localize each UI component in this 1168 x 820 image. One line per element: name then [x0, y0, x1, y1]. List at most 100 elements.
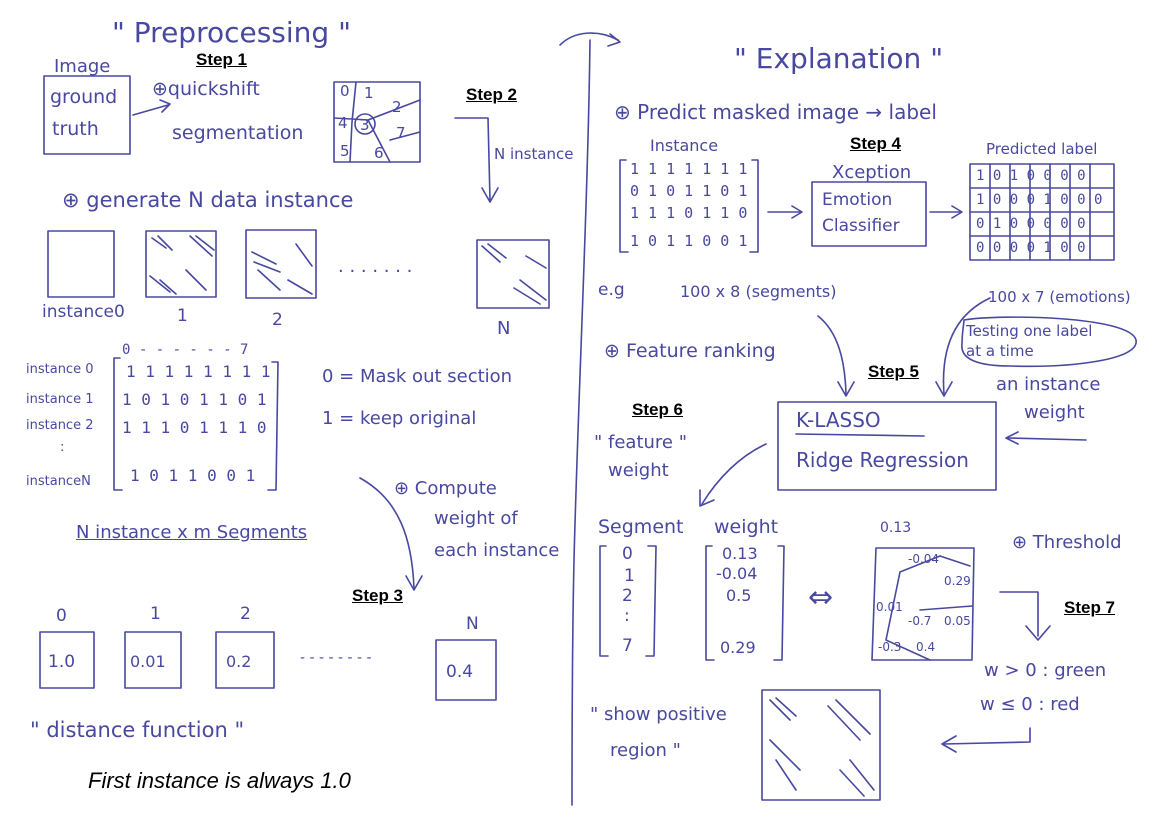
matrix-row-label: instanceN	[26, 474, 91, 489]
instance-row: 0 1 0 1 1 0 1	[630, 182, 748, 200]
classifier-line: Xception	[832, 162, 912, 183]
testing-line: Testing one label	[966, 322, 1093, 340]
matrix-row: 1 0 1 1 0 0 1	[130, 466, 256, 485]
arrow-step7	[999, 591, 1039, 637]
arrow-step2	[454, 117, 491, 201]
matrix-row-label: instance 2	[26, 418, 94, 433]
compute-line: ⊕ Compute	[394, 478, 497, 499]
distance-box-2	[215, 631, 275, 689]
distance-value-n: 0.4	[446, 662, 474, 682]
instance-label-2: 2	[272, 310, 283, 330]
instance-thumb-1	[145, 230, 217, 298]
generate-label: ⊕ generate N data instance	[62, 188, 354, 212]
explanation-title: " Explanation "	[734, 42, 944, 75]
distance-label-2: 2	[240, 604, 251, 624]
testing-line: at a time	[966, 342, 1034, 360]
map-top-value: 0.13	[880, 520, 912, 536]
model-line: Ridge Regression	[796, 448, 969, 472]
segment-number: 2	[392, 98, 402, 116]
map-value: 0.29	[944, 574, 971, 588]
matrix-row: 1 1 1 1 1 1 1 1	[126, 362, 271, 381]
divider-curve-arrow	[559, 32, 619, 46]
segment-number: 4	[338, 114, 348, 132]
instance-label-1: 1	[177, 306, 188, 326]
segment-id: 7	[622, 636, 633, 656]
n-by-m-label: N instance x m Segments	[76, 522, 308, 543]
matrix-row-label: instance 0	[26, 362, 94, 377]
dims-segments: 100 x 8 (segments)	[680, 282, 837, 301]
compute-line: weight of	[434, 508, 518, 529]
segmentation-label: segmentation	[172, 122, 304, 144]
distance-label-n: N	[466, 614, 479, 634]
n-instance-label: N instance	[494, 145, 574, 163]
show-positive-line: region "	[610, 740, 681, 761]
instance-thumb-2	[245, 229, 317, 299]
arrow-step6	[701, 443, 767, 505]
feature-weight-line: " feature "	[594, 432, 687, 453]
input-box	[43, 75, 131, 155]
input-line-2: ground	[50, 86, 118, 108]
distance-value-0: 1.0	[48, 652, 76, 672]
distance-box-0	[39, 631, 95, 689]
instance-label-n: N	[497, 318, 511, 339]
instance-weight-line: weight	[1024, 402, 1085, 423]
arrow-to-result	[943, 727, 1031, 745]
legend-one: 1 = keep original	[322, 408, 477, 429]
map-value: -0.04	[908, 552, 940, 566]
rule-green: w > 0 : green	[984, 660, 1107, 681]
center-divider	[571, 39, 591, 806]
quickshift-label: ⊕quickshift	[152, 78, 260, 100]
weight-map	[871, 547, 975, 661]
weight-value: -0.04	[716, 564, 758, 583]
model-box	[777, 401, 997, 491]
legend-zero: 0 = Mask out section	[322, 366, 513, 387]
dims-emotions: 100 x 7 (emotions)	[988, 288, 1131, 306]
segment-number: 7	[396, 124, 406, 142]
segment-number: 1	[364, 84, 374, 102]
testing-bubble	[961, 316, 1137, 368]
predicted-row: 0 0 0 0 1 0 0	[976, 240, 1086, 256]
distance-function-label: " distance function "	[30, 718, 245, 742]
step-2-label: Step 2	[466, 85, 518, 104]
segment-number: 3	[360, 116, 370, 134]
distance-label-1: 1	[150, 604, 161, 624]
instance-thumb-0	[47, 230, 115, 298]
step-1-label: Step 1	[196, 50, 248, 69]
eg-label: e.g	[598, 280, 625, 300]
feature-weight-line: weight	[608, 460, 669, 481]
caption: First instance is always 1.0	[88, 768, 351, 793]
segment-id: 2	[622, 586, 633, 606]
matrix-bracket-right	[267, 361, 279, 491]
rule-red: w ≤ 0 : red	[980, 694, 1080, 715]
arrow-weight-to-model	[1007, 437, 1087, 441]
instance-row: 1 0 1 1 0 0 1	[630, 232, 748, 250]
predict-label: ⊕ Predict masked image → label	[614, 100, 937, 124]
input-line-1: Image	[54, 56, 111, 77]
step-6-label: Step 6	[632, 400, 684, 419]
predicted-label-header: Predicted label	[986, 140, 1098, 158]
arrow-step3	[359, 477, 415, 589]
input-line-3: truth	[52, 118, 99, 140]
preprocessing-title: " Preprocessing "	[112, 16, 351, 49]
matrix-col-header: 0 - - - - - - 7	[122, 342, 249, 358]
distance-value-1: 0.01	[130, 652, 166, 671]
distance-box-n	[435, 639, 497, 701]
instance-label-0: instance0	[42, 302, 125, 322]
distance-value-2: 0.2	[226, 652, 252, 671]
step-3-label: Step 3	[352, 586, 404, 605]
classifier-line: Emotion	[822, 190, 893, 210]
arrow-segments-to-model	[817, 315, 847, 395]
weight-header: weight	[714, 516, 779, 538]
step-7-label: Step 7	[1064, 598, 1116, 617]
weight-value: 0.5	[726, 586, 752, 605]
distance-box-1	[124, 631, 182, 689]
map-value: -0.3	[878, 640, 902, 654]
instance-thumb-n	[476, 239, 550, 309]
segment-id: 0	[622, 544, 633, 564]
step-5-label: Step 5	[868, 362, 920, 381]
distance-label-0: 0	[56, 606, 67, 626]
map-value: -0.7	[908, 614, 932, 628]
matrix-row: 1 0 1 0 1 1 0 1	[122, 390, 267, 409]
